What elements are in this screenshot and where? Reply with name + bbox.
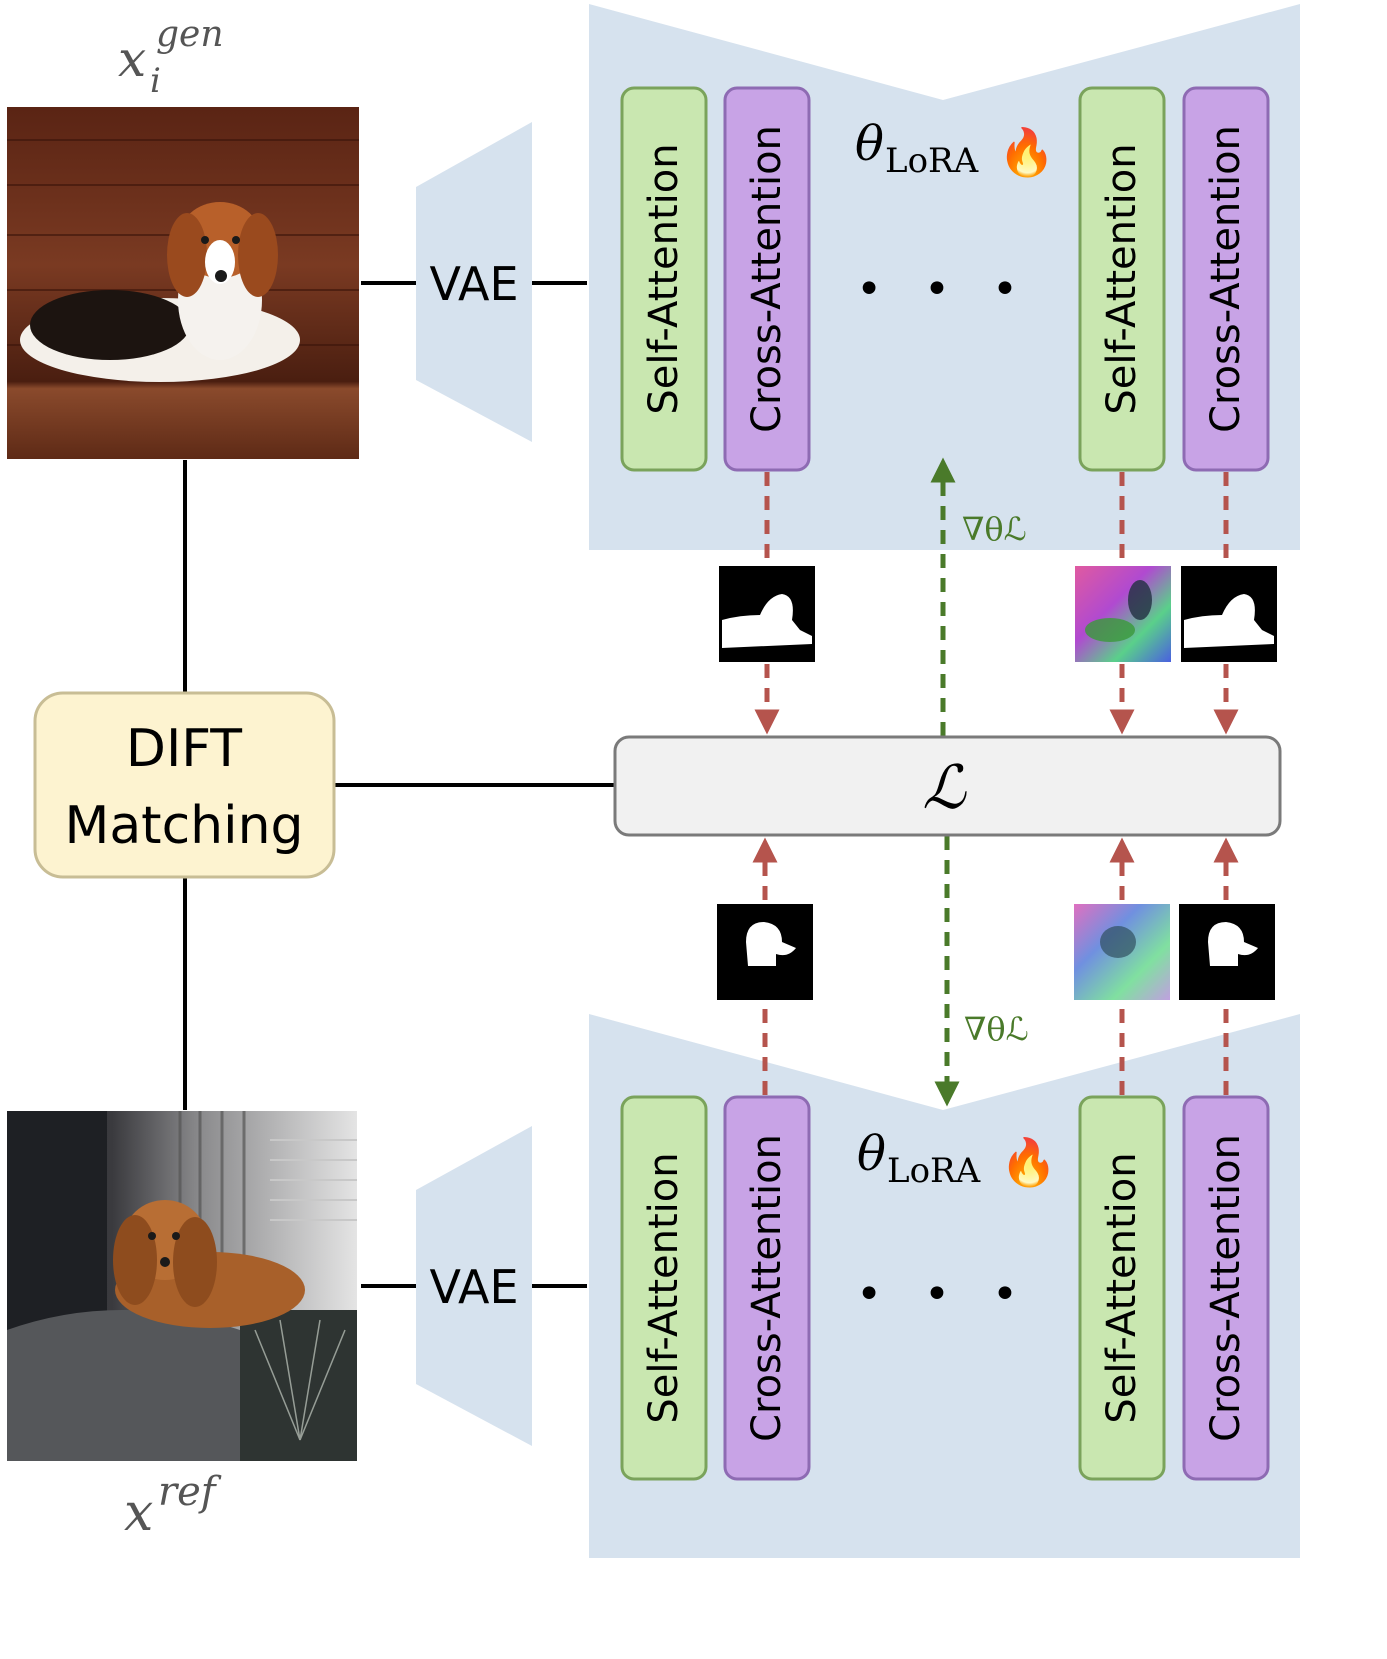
generated-image [7,107,359,459]
tl-cross-label: Cross-Attention [744,125,790,433]
theta-top-label: θ [855,116,884,172]
fire-icon: 🔥 [1000,1136,1057,1189]
ref-sup-label: ref [158,1469,222,1515]
theta-bottom-sub-label: LoRA [887,1151,981,1191]
mask-thumb-top-right [1181,566,1277,662]
attention-arrows-bottom [752,837,1239,1095]
feature-thumb-top-right [1075,566,1171,662]
tr-cross-label: Cross-Attention [1203,125,1249,433]
vae-bottom: VAE [416,1126,532,1446]
gen-var-label: x [118,30,146,88]
loss-label: ℒ [922,753,967,823]
mask-thumb-bottom-left [717,904,813,1000]
generated-image-label: x gen i [118,14,224,101]
tr-self-label: Self-Attention [1099,143,1145,414]
bottom-right-self-attention-block: Self-Attention [1078,1095,1166,1481]
bottom-left-cross-attention-block: Cross-Attention [723,1095,811,1481]
feature-thumb-bottom-right [1074,904,1170,1000]
mask-thumb-bottom-right [1179,904,1275,1000]
gradient-arrow-bottom: ∇θℒ [934,836,1029,1107]
top-right-cross-attention-block: Cross-Attention [1182,86,1270,472]
reference-image-label: x ref [124,1469,222,1543]
dift-2-label: Matching [64,796,303,856]
fire-icon: 🔥 [998,126,1055,179]
reference-image [7,1111,357,1461]
theta-bottom-label: θ [857,1126,886,1182]
top-left-cross-attention-block: Cross-Attention [723,86,811,472]
bottom-left-self-attention-block: Self-Attention [620,1095,708,1481]
dift-matching-box: DIFT Matching [33,691,336,879]
loss-box: ℒ [613,735,1282,837]
vae-top: VAE [416,122,532,442]
attention-arrows-top [754,472,1239,735]
grad-top-label: ∇θℒ [962,510,1027,548]
vae-top-label: VAE [429,257,518,311]
ellipsis-top: • • • [856,264,1032,315]
theta-lora-top-label: θ LoRA 🔥 [855,116,1055,181]
bl-self-label: Self-Attention [641,1152,687,1423]
br-self-label: Self-Attention [1099,1152,1145,1423]
theta-lora-bottom-label: θ LoRA 🔥 [857,1126,1057,1191]
tl-self-label: Self-Attention [641,143,687,414]
ellipsis-bottom: • • • [856,1269,1032,1320]
bottom-right-cross-attention-block: Cross-Attention [1182,1095,1270,1481]
br-cross-label: Cross-Attention [1203,1134,1249,1442]
gen-sub-label: i [150,61,161,101]
vae-bottom-label: VAE [429,1260,518,1314]
gradient-arrow-top: ∇θℒ [930,457,1027,736]
connector-lines [183,281,615,1288]
theta-top-sub-label: LoRA [885,141,979,181]
grad-bottom-label: ∇θℒ [964,1010,1029,1048]
dift-1-label: DIFT [126,719,242,779]
mask-thumb-top-left [719,566,815,662]
top-right-self-attention-block: Self-Attention [1078,86,1166,472]
ref-var-label: x [124,1483,153,1543]
top-left-self-attention-block: Self-Attention [620,86,708,472]
gen-sup-label: gen [156,14,224,55]
bl-cross-label: Cross-Attention [744,1134,790,1442]
